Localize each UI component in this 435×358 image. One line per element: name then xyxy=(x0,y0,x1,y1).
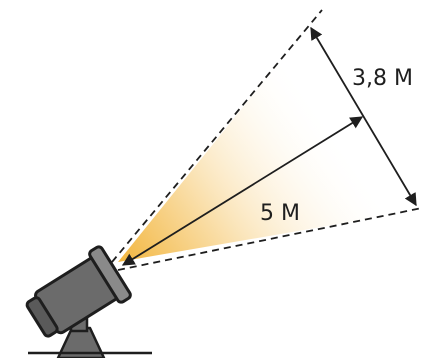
spotlight-lens xyxy=(88,245,132,304)
beam-width-label: 3,8 M xyxy=(352,66,413,91)
spotlight-rear-cap xyxy=(25,296,59,338)
beam-width-arrow xyxy=(310,26,417,207)
spotlight-icon xyxy=(25,245,152,358)
beam-length-label: 5 M xyxy=(260,201,300,226)
beam-length-arrow xyxy=(121,116,364,266)
spotlight-stand xyxy=(56,326,106,358)
